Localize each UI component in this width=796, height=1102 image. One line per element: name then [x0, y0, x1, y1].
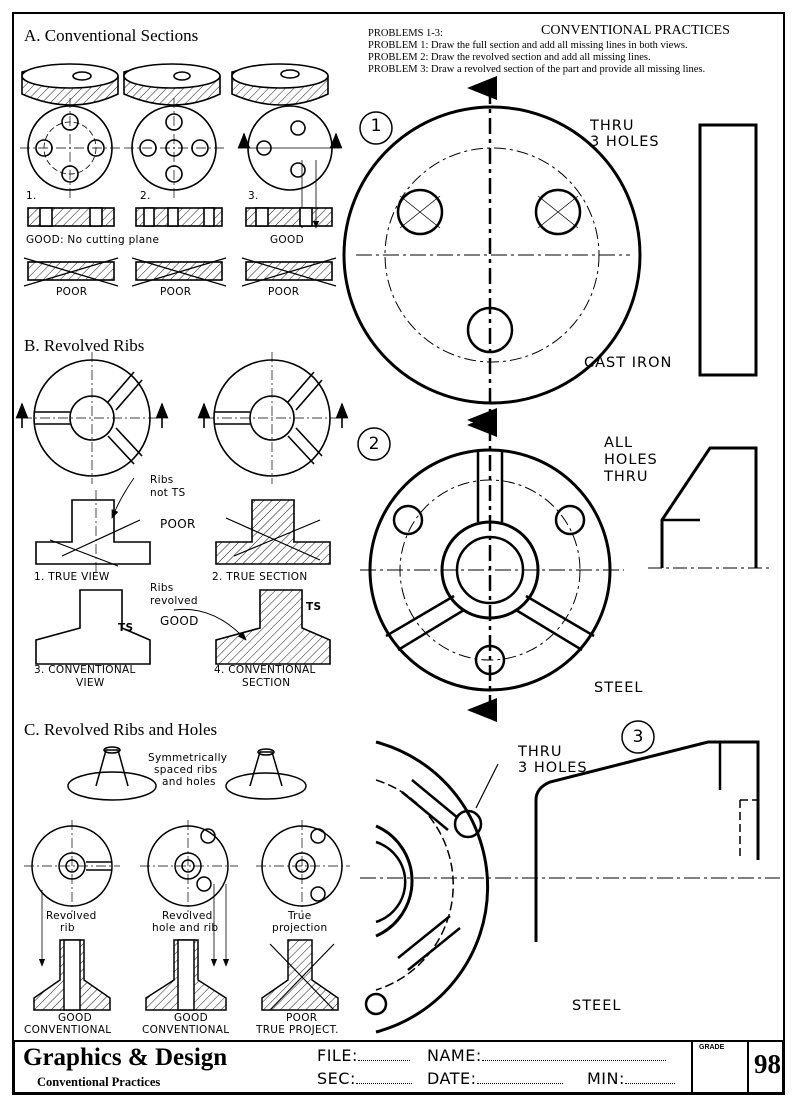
- section-a-linework: [20, 63, 343, 287]
- label-good-conv-a-1: GOOD: [58, 1012, 92, 1024]
- section-a-title: A. Conventional Sections: [24, 26, 199, 45]
- p1-note-2: 3 HOLES: [590, 134, 660, 150]
- problem-1-statement: PROBLEM 1: Draw the full section and add…: [368, 40, 688, 51]
- label-poor-1: POOR: [56, 286, 88, 298]
- title-block: Graphics & Design Conventional Practices…: [13, 1040, 784, 1094]
- p2-note-3: THRU: [604, 469, 649, 485]
- section-b-title: B. Revolved Ribs: [24, 336, 145, 355]
- label-conv-section-1: 4. CONVENTIONAL: [214, 664, 316, 676]
- label-true-view: 1. TRUE VIEW: [34, 571, 110, 583]
- label-revolved-hole-1: Revolved: [162, 910, 213, 922]
- label-ribs-revolved-1: Ribs: [150, 582, 174, 594]
- label-good-no-plane: GOOD: No cutting plane: [26, 234, 160, 246]
- p2-side-view: [660, 446, 758, 568]
- sec-label: SEC:: [317, 1069, 356, 1088]
- p3-side-view: [534, 740, 760, 942]
- label-true-section: 2. TRUE SECTION: [212, 571, 308, 583]
- sec-field[interactable]: SEC:: [317, 1069, 412, 1088]
- label-good: GOOD: [270, 234, 304, 246]
- label-ribs-not-ts-2: not TS: [150, 487, 186, 499]
- problem-2-linework: [360, 413, 772, 722]
- label-ts-1: TS: [118, 622, 134, 634]
- p1-side-view: [698, 123, 758, 377]
- title-block-subtitle: Conventional Practices: [37, 1075, 161, 1089]
- label-ribs-revolved-2: revolved: [150, 595, 198, 607]
- min-label: MIN:: [587, 1069, 625, 1088]
- p3-number: 3: [632, 727, 644, 747]
- sheet-border: [12, 12, 785, 1095]
- label-true-proj-1: True: [288, 910, 312, 922]
- p3-number-circle: [621, 720, 655, 754]
- label-poor-true-1: POOR: [286, 1012, 318, 1024]
- sheet-title: CONVENTIONAL PRACTICES: [541, 23, 730, 38]
- p2-number-circle: [357, 427, 391, 461]
- p1-outer-circle: [342, 105, 642, 405]
- label-sym-1: Symmetrically: [148, 752, 228, 764]
- label-revolved-rib-2: rib: [60, 922, 75, 934]
- file-field[interactable]: FILE:: [317, 1046, 410, 1065]
- label-good-conv-b-1: GOOD: [174, 1012, 208, 1024]
- p3-material: STEEL: [572, 998, 622, 1014]
- label-true-proj-2: projection: [272, 922, 328, 934]
- label-good-conv-b-2: CONVENTIONAL: [142, 1024, 230, 1036]
- sheet-number-box: 98: [747, 1042, 786, 1092]
- section-a-num-1: 1.: [26, 190, 37, 202]
- label-conv-view-2: VIEW: [76, 677, 105, 689]
- label-revolved-hole-2: hole and rib: [152, 922, 219, 934]
- label-poor-3: POOR: [268, 286, 300, 298]
- label-good-conv-a-2: CONVENTIONAL: [24, 1024, 112, 1036]
- problem-2-statement: PROBLEM 2: Draw the revolved section and…: [368, 52, 651, 63]
- name-label: NAME:: [427, 1046, 482, 1065]
- p2-number: 2: [368, 434, 380, 454]
- sheet-number: 98: [754, 1049, 781, 1079]
- title-block-title: Graphics & Design: [23, 1044, 228, 1071]
- section-c-linework: [24, 746, 350, 1011]
- p2-material: STEEL: [594, 680, 644, 696]
- problem-1-linework: [342, 76, 758, 432]
- problem-3-linework: [360, 740, 780, 1034]
- label-ts-2: TS: [306, 601, 322, 613]
- label-poor-2: POOR: [160, 286, 192, 298]
- label-sym-3: and holes: [162, 776, 216, 788]
- file-label: FILE:: [317, 1046, 358, 1065]
- section-c-title: C. Revolved Ribs and Holes: [24, 720, 218, 739]
- section-a-num-2: 2.: [140, 190, 151, 202]
- date-label: DATE:: [427, 1069, 477, 1088]
- p1-material: CAST IRON: [584, 355, 673, 371]
- label-conv-view-1: 3. CONVENTIONAL: [34, 664, 136, 676]
- min-field[interactable]: MIN:: [587, 1069, 675, 1088]
- label-sym-2: spaced ribs: [154, 764, 218, 776]
- p1-number: 1: [370, 116, 382, 136]
- label-revolved-rib-1: Revolved: [46, 910, 97, 922]
- section-a-num-3: 3.: [248, 190, 259, 202]
- problem-3-statement: PROBLEM 3: Draw a revolved section of th…: [368, 64, 706, 75]
- p1-number-circle: [359, 111, 393, 145]
- section-b-linework: [15, 352, 349, 665]
- p3-note-2: 3 HOLES: [518, 760, 588, 776]
- label-good-b: GOOD: [160, 614, 199, 628]
- label-poor-b: POOR: [160, 517, 196, 531]
- name-field[interactable]: NAME:: [427, 1046, 666, 1065]
- p2-note-2: HOLES: [604, 452, 658, 468]
- label-conv-section-2: SECTION: [242, 677, 291, 689]
- p1-note-1: THRU: [590, 118, 635, 134]
- label-poor-true-2: TRUE PROJECT.: [256, 1024, 339, 1036]
- p3-note-1: THRU: [518, 744, 563, 760]
- grade-label: GRADE: [699, 1044, 725, 1051]
- p2-note-1: ALL: [604, 435, 634, 451]
- date-field[interactable]: DATE:: [427, 1069, 563, 1088]
- problems-heading: PROBLEMS 1-3:: [368, 28, 443, 39]
- grade-box[interactable]: GRADE: [691, 1042, 749, 1092]
- label-ribs-not-ts-1: Ribs: [150, 474, 174, 486]
